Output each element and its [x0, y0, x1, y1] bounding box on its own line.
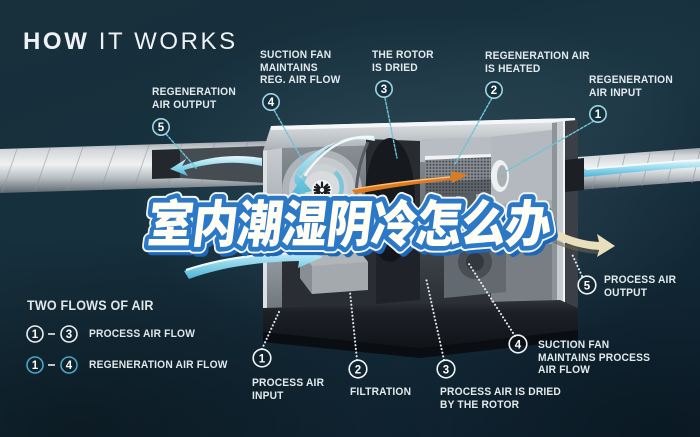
svg-text:4: 4: [66, 360, 73, 372]
svg-text:1: 1: [32, 360, 39, 372]
svg-text:4: 4: [268, 97, 275, 109]
svg-text:2: 2: [355, 364, 361, 376]
svg-text:2: 2: [491, 85, 497, 97]
svg-text:5: 5: [158, 122, 165, 134]
svg-text:1: 1: [595, 109, 602, 121]
svg-text:3: 3: [443, 364, 449, 376]
svg-text:3: 3: [66, 329, 72, 341]
svg-text:1: 1: [32, 329, 39, 341]
svg-text:4: 4: [515, 339, 522, 351]
svg-text:5: 5: [584, 280, 591, 292]
svg-text:3: 3: [381, 84, 387, 96]
svg-text:1: 1: [259, 353, 266, 365]
